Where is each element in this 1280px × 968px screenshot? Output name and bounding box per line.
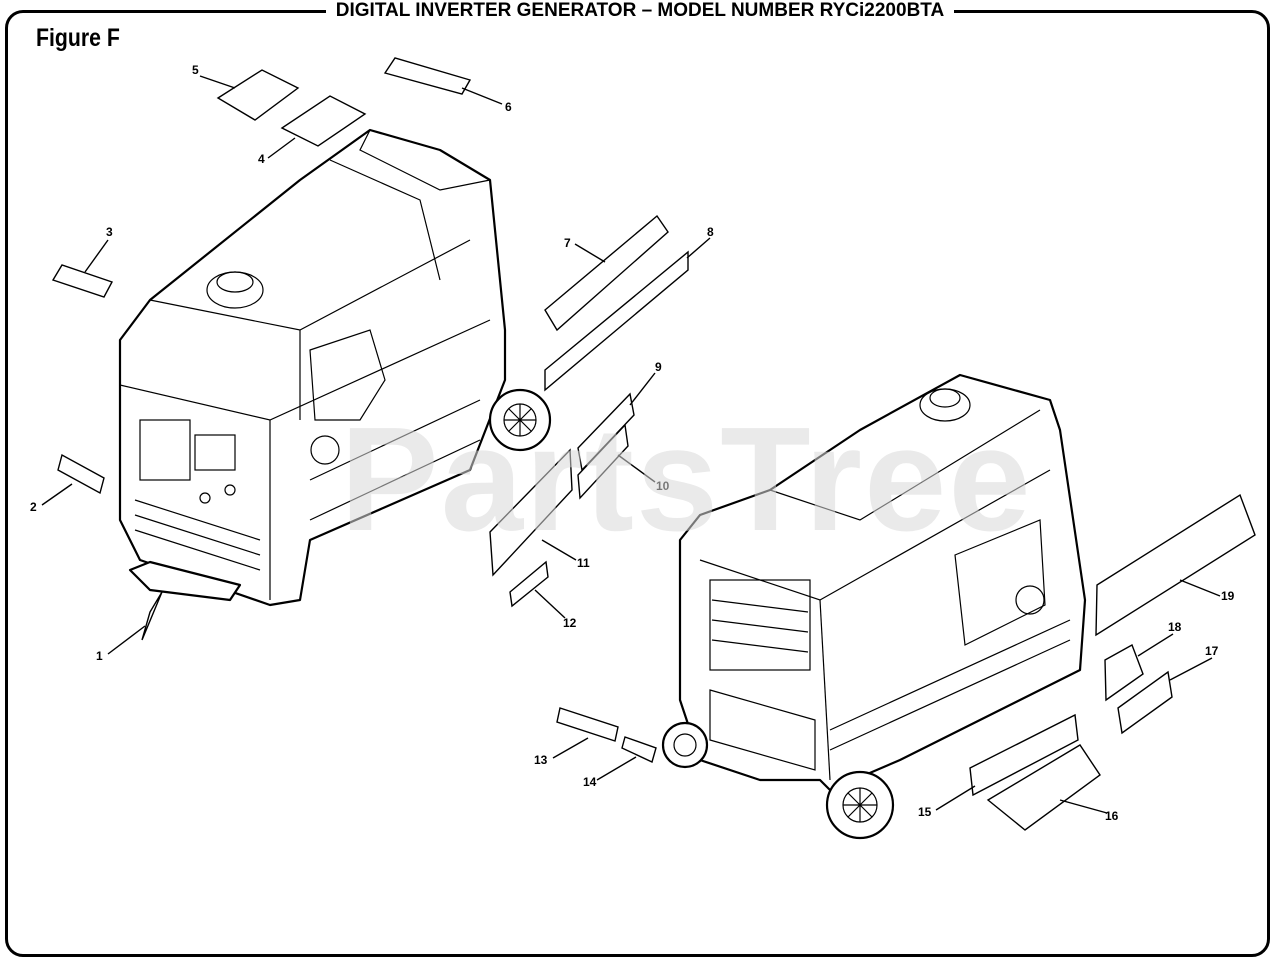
decal-7: [544, 214, 669, 332]
callout-4: 4: [258, 152, 265, 166]
decal-12: [509, 560, 549, 608]
decal-13: [556, 707, 619, 742]
callout-2: 2: [30, 500, 37, 514]
figure-label: Figure F: [36, 24, 120, 52]
callout-13: 13: [534, 753, 548, 767]
callout-6: 6: [505, 100, 512, 114]
callout-15: 15: [918, 805, 932, 819]
decal-10: [577, 423, 629, 500]
page-title: DIGITAL INVERTER GENERATOR – MODEL NUMBE…: [0, 0, 1280, 22]
callout-16: 16: [1105, 809, 1119, 823]
decal-8: [544, 250, 689, 392]
callout-numbers: 1 2 3 4 5 6 7 8 9 10 11 12 13 14 15 16 1…: [30, 63, 1235, 823]
callout-17: 17: [1205, 644, 1219, 658]
callout-10: 10: [656, 479, 670, 493]
decal-14: [621, 736, 657, 763]
decal-5: [216, 69, 300, 121]
decal-1: [141, 591, 163, 641]
generator-front-view: [118, 128, 552, 607]
decal-3: [51, 264, 114, 298]
callout-5: 5: [192, 63, 199, 77]
decal-16: [986, 744, 1101, 831]
decal-11: [489, 448, 573, 577]
decal-19: [1095, 493, 1256, 637]
callout-9: 9: [655, 360, 662, 374]
callout-8: 8: [707, 225, 714, 239]
leader-lines: [41, 75, 1221, 814]
title-text: DIGITAL INVERTER GENERATOR – MODEL NUMBE…: [325, 0, 955, 21]
callout-19: 19: [1221, 589, 1235, 603]
decal-9: [577, 392, 635, 472]
decal-4: [280, 95, 367, 147]
decal-2: [57, 453, 105, 495]
callout-3: 3: [106, 225, 113, 239]
callout-7: 7: [564, 236, 571, 250]
callout-11: 11: [577, 556, 590, 570]
decal-15: [969, 713, 1079, 797]
decal-parts: [51, 57, 1256, 831]
callout-18: 18: [1168, 620, 1182, 634]
decal-17: [1117, 670, 1173, 735]
decal-6: [383, 57, 472, 95]
callout-1: 1: [96, 649, 103, 663]
callout-12: 12: [563, 616, 577, 630]
generator-rear-view: [661, 373, 1087, 840]
decal-18: [1104, 643, 1144, 702]
callout-14: 14: [583, 775, 597, 789]
